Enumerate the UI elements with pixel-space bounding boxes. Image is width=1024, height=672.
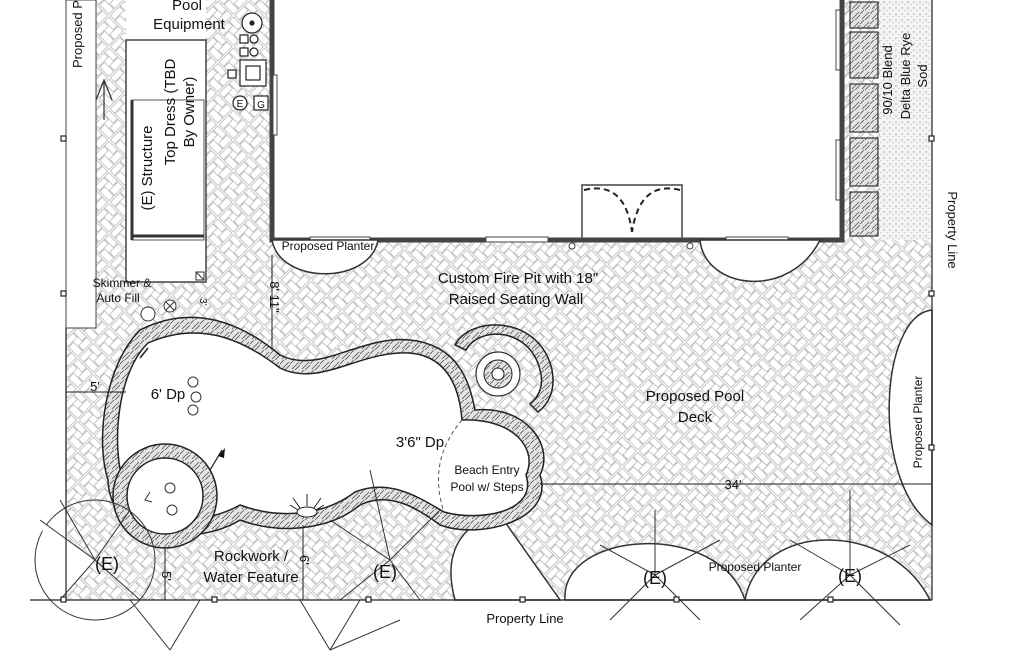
- dimension-34: 34': [725, 477, 742, 492]
- beach-entry-label-2: Pool w/ Steps: [450, 480, 523, 494]
- equipment-e-label: E: [237, 99, 244, 110]
- deep-depth-label: 6' Dp: [151, 386, 186, 403]
- dimension-8-11: 8' 11": [267, 281, 282, 313]
- existing-tree-label: (E): [373, 562, 397, 582]
- dimension-6: 6': [297, 555, 312, 565]
- equipment-g-label: G: [257, 100, 265, 111]
- sod-label-2: Delta Blue Rye: [898, 33, 913, 120]
- dimension-5-bottom: 5': [159, 571, 174, 581]
- existing-trees: [34, 469, 911, 651]
- dimension-lines: [66, 255, 932, 600]
- deck-label-2: Deck: [678, 409, 713, 426]
- existing-tree-label: (E): [643, 568, 667, 588]
- pool-equipment-label-2: Equipment: [153, 16, 226, 33]
- fire-pit-label-1: Custom Fire Pit with 18": [438, 270, 598, 287]
- proposed-planter-bottom-label: Proposed Planter: [709, 560, 802, 574]
- skimmer-label-1: Skimmer &: [93, 276, 152, 290]
- dimension-3: 3': [197, 298, 208, 306]
- sod-area: [880, 0, 932, 240]
- plan-labels: Pool Equipment Proposed P (E) Structure …: [70, 0, 960, 626]
- planters: [271, 239, 933, 601]
- skimmer-label-2: Auto Fill: [96, 291, 139, 305]
- rockwork-label-2: Water Feature: [203, 569, 298, 586]
- structure-label-2: Top Dress (TBD: [162, 58, 179, 165]
- existing-tree-label: (E): [95, 554, 119, 574]
- pool-equipment: [227, 12, 269, 111]
- shallow-depth-label: 3'6" Dp: [396, 434, 444, 451]
- existing-structure: [125, 39, 207, 283]
- rockwork-label-1: Rockwork /: [214, 548, 289, 565]
- house-outline: [269, 0, 845, 250]
- property-line-right-label: Property Line: [945, 191, 960, 268]
- sod-label-3: Sod: [915, 64, 930, 87]
- proposed-planter-top-label: Proposed Planter: [282, 239, 375, 253]
- sod-label-1: 90/10 Blend: [880, 45, 895, 114]
- property-lines: [30, 0, 935, 603]
- property-line-bottom-label: Property Line: [486, 611, 563, 626]
- structure-label-3: By Owner): [181, 77, 198, 148]
- beach-entry-label-1: Beach Entry: [454, 463, 519, 477]
- fire-pit: [453, 324, 554, 413]
- proposed-p-label: Proposed P: [70, 0, 85, 68]
- dimension-5-left: 5': [90, 379, 100, 394]
- pool-equipment-label-1: Pool: [172, 0, 202, 14]
- deck-label-1: Proposed Pool: [646, 388, 744, 405]
- left-walkway: [65, 0, 113, 515]
- existing-tree-label: (E): [838, 566, 862, 586]
- structure-label-1: (E) Structure: [139, 125, 156, 210]
- stepping-stones: [849, 1, 879, 237]
- proposed-planter-right-label: Proposed Planter: [911, 376, 925, 469]
- fire-pit-label-2: Raised Seating Wall: [449, 291, 584, 308]
